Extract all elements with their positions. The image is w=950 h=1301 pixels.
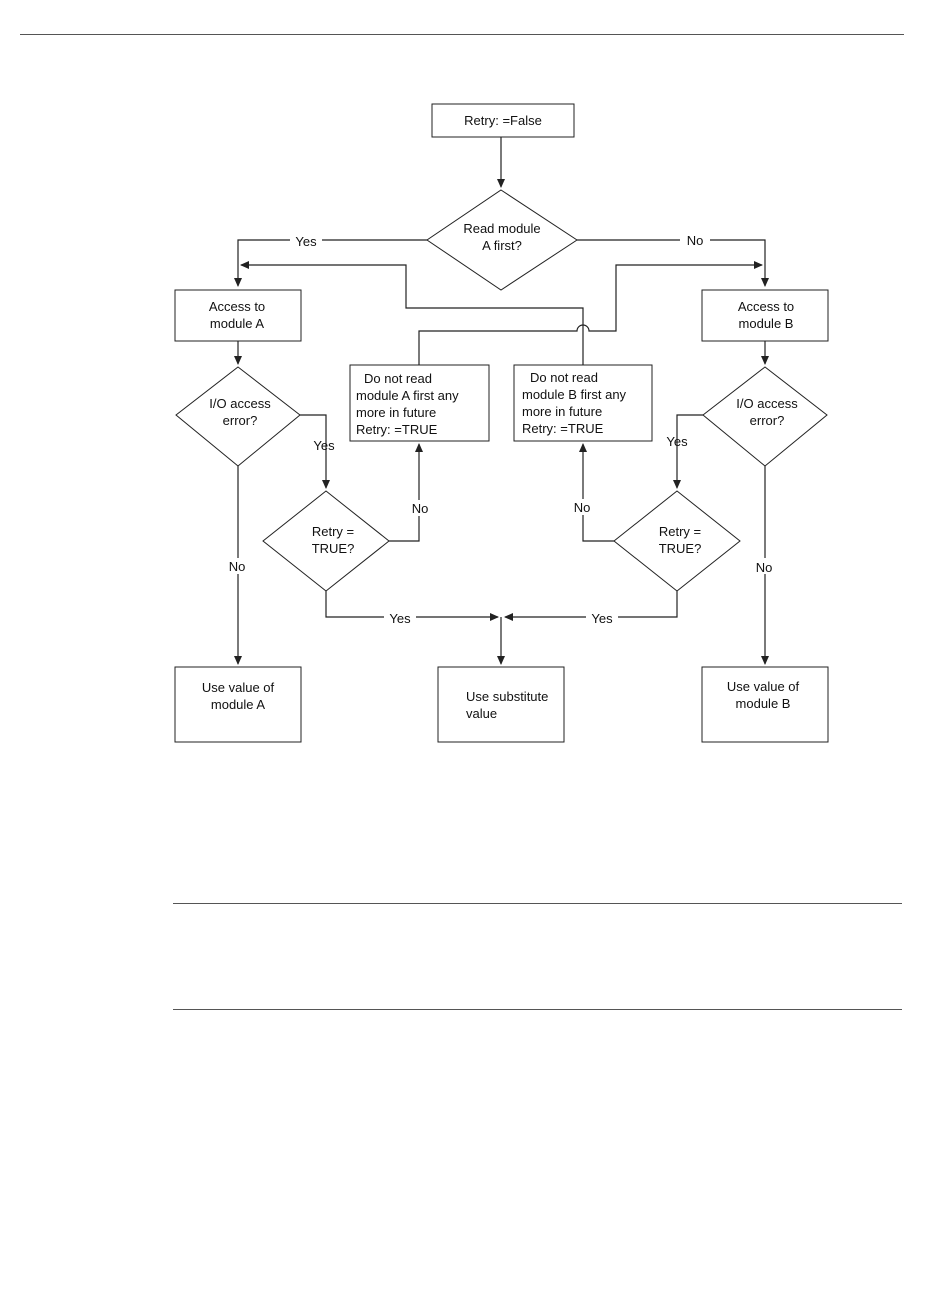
label-error-b-no: No <box>756 560 773 575</box>
retry-decision-a-label: Retry =TRUE? <box>312 524 355 556</box>
edge-error-a-yes-to-retry-a <box>300 414 330 489</box>
edge-labels: Yes No Yes Yes No No No No Yes Yes <box>224 232 779 626</box>
retry-decision-b-label: Retry =TRUE? <box>659 524 702 556</box>
edge-noread-b-loop-to-access-a <box>240 261 584 365</box>
label-first-yes: Yes <box>295 234 317 249</box>
label-error-a-yes: Yes <box>313 438 335 453</box>
start-label: Retry: =False <box>464 113 542 128</box>
edge-retry-a-no-to-noread-a <box>389 443 423 542</box>
label-retry-b-yes: Yes <box>591 611 613 626</box>
edge-decision-no-to-access-b <box>577 239 769 287</box>
edge-retry-b-no-to-noread-b <box>579 443 614 542</box>
edge-decision-yes-to-access-a <box>234 239 427 287</box>
top-rule <box>20 34 904 35</box>
start-box: Retry: =False <box>431 103 575 138</box>
label-retry-a-yes: Yes <box>389 611 411 626</box>
edge-retry-a-yes-to-merge <box>325 591 499 621</box>
edge-retry-b-yes-to-merge <box>504 591 678 621</box>
edge-error-b-yes-to-retry-b <box>673 414 703 489</box>
connectors <box>234 137 769 665</box>
retry-decision-a: Retry =TRUE? <box>262 490 390 592</box>
label-first-no: No <box>687 233 704 248</box>
label-retry-b-no: No <box>574 500 591 515</box>
label-retry-a-no: No <box>412 501 429 516</box>
separator-rule-2 <box>173 1009 902 1010</box>
retry-decision-b: Retry =TRUE? <box>613 490 741 592</box>
label-error-a-no: No <box>229 559 246 574</box>
edge-noread-a-loop-to-access-b <box>418 261 763 365</box>
label-error-b-yes: Yes <box>666 434 688 449</box>
separator-rule-1 <box>173 903 902 904</box>
